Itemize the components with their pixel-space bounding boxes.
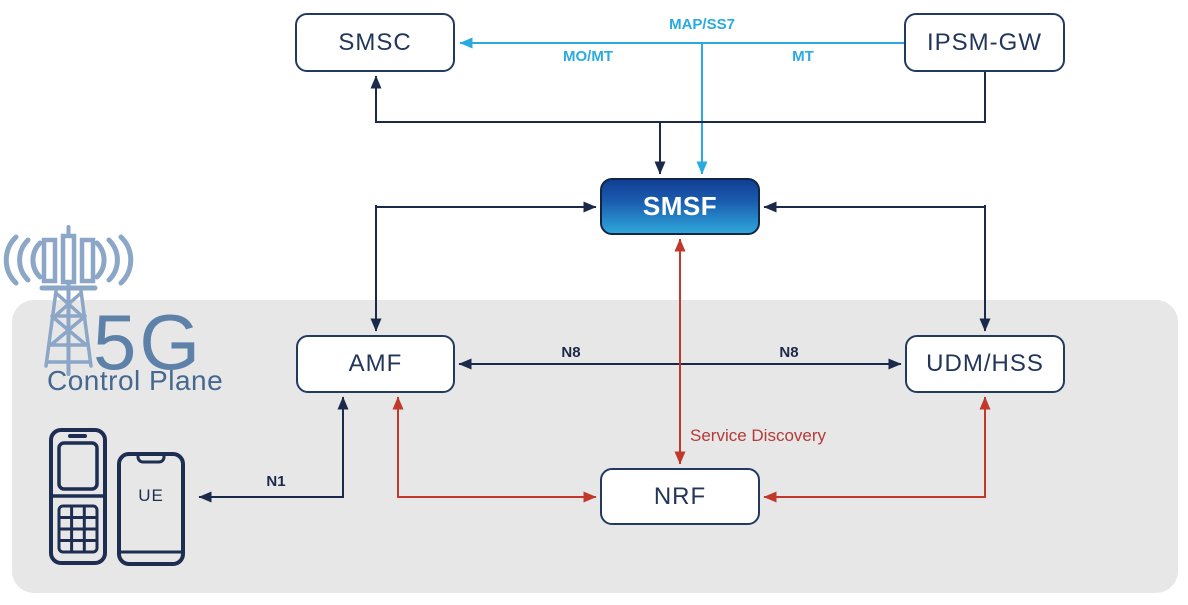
node-nrf: NRF [600,468,760,525]
node-ue-label: UE [138,486,164,505]
node-udm-hss: UDM/HSS [905,335,1065,393]
node-amf: AMF [296,335,455,393]
node-smsc: SMSC [295,13,455,72]
region-label-control-plane: Control Plane [47,365,224,396]
node-smsf: SMSF [600,178,760,235]
edge-label-mo-mt: MO/MT [563,48,613,65]
edge-label-n8-left: N8 [561,344,581,361]
edge-label-n8-right: N8 [779,344,799,361]
edge-label-map-ss7: MAP/SS7 [669,16,735,33]
edge-label-n1: N1 [266,473,286,490]
edge-ipsmgw-smsc-map [459,37,904,175]
node-ipsm-gw: IPSM-GW [904,13,1065,72]
region-label-5g: 5G [93,298,204,386]
edge-label-service-discovery: Service Discovery [690,426,827,445]
edge-label-mt: MT [792,48,814,65]
